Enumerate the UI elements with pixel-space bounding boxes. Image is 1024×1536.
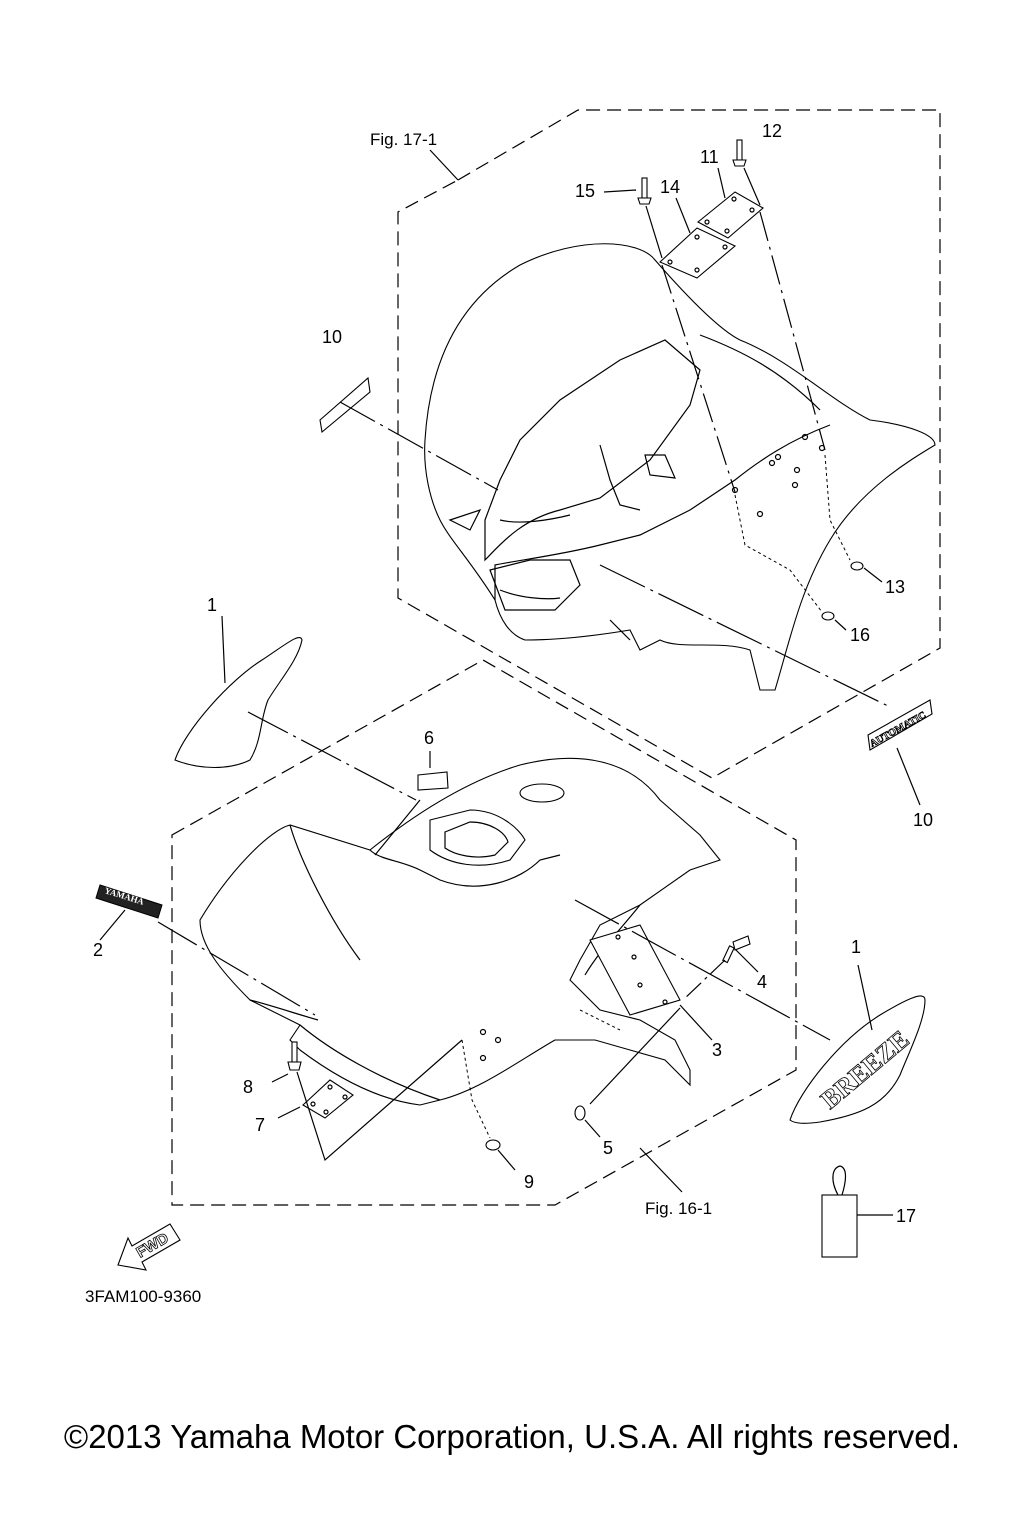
callout-4: 4 xyxy=(757,972,767,992)
diagram-code: 3FAM100-9360 xyxy=(85,1287,201,1306)
decal-yamaha: YAMAHA xyxy=(95,884,163,919)
plate-11 xyxy=(697,191,764,239)
assembly-line-a xyxy=(759,211,826,451)
callout-8: 8 xyxy=(243,1077,253,1097)
callout-11: 11 xyxy=(700,147,719,167)
fig-16-1-boundary xyxy=(171,659,797,1206)
rivet-4 xyxy=(722,935,751,964)
leader-15-line xyxy=(645,205,663,259)
callout-5: 5 xyxy=(603,1138,613,1158)
callout-2: 2 xyxy=(93,940,103,960)
rear-fender xyxy=(424,243,936,691)
leader-12-line xyxy=(743,167,761,206)
copyright-notice: ©2013 Yamaha Motor Corporation, U.S.A. A… xyxy=(63,1418,961,1455)
callout-12: 12 xyxy=(762,121,782,141)
callout-3: 3 xyxy=(712,1040,722,1060)
nut-13 xyxy=(850,561,864,571)
fig-17-1-leader xyxy=(429,149,459,181)
callout-6: 6 xyxy=(424,728,434,748)
nut-9 xyxy=(485,1139,501,1151)
callout-10-lower: 10 xyxy=(913,810,933,830)
callout-14: 14 xyxy=(660,177,680,197)
decal-automatic: AUTOMATIC xyxy=(867,699,933,751)
callout-13: 13 xyxy=(885,577,905,597)
fig-17-1-label: Fig. 17-1 xyxy=(370,130,437,149)
callout-17: 17 xyxy=(896,1206,916,1226)
rivet-12 xyxy=(732,139,747,167)
rivet-15 xyxy=(637,177,652,205)
assembly-dot-a xyxy=(734,494,823,613)
callout-1-right: 1 xyxy=(851,937,861,957)
fig-17-1-boundary xyxy=(397,109,941,779)
plate-14 xyxy=(659,227,737,279)
plate-7 xyxy=(302,1079,354,1119)
callout-15: 15 xyxy=(575,181,595,201)
assembly-line-b xyxy=(661,264,736,493)
fig-16-1-label: Fig. 16-1 xyxy=(645,1199,712,1218)
tag-17 xyxy=(821,1165,858,1258)
callout-16: 16 xyxy=(850,625,870,645)
rivet-8 xyxy=(287,1041,302,1071)
callout-1-left: 1 xyxy=(207,595,217,615)
fig-16-1-leader xyxy=(639,1147,683,1193)
callout-10-upper: 10 xyxy=(322,327,342,347)
front-fender xyxy=(199,757,721,1106)
decal-6 xyxy=(417,771,449,791)
callout-7: 7 xyxy=(255,1115,265,1135)
nut-5 xyxy=(574,1105,586,1121)
callout-9: 9 xyxy=(524,1172,534,1192)
fwd-arrow-icon: FWD xyxy=(117,1223,181,1271)
decal-1-left xyxy=(174,637,303,768)
decal-breeze: BREEZE xyxy=(789,995,926,1124)
nut-16 xyxy=(821,611,835,621)
